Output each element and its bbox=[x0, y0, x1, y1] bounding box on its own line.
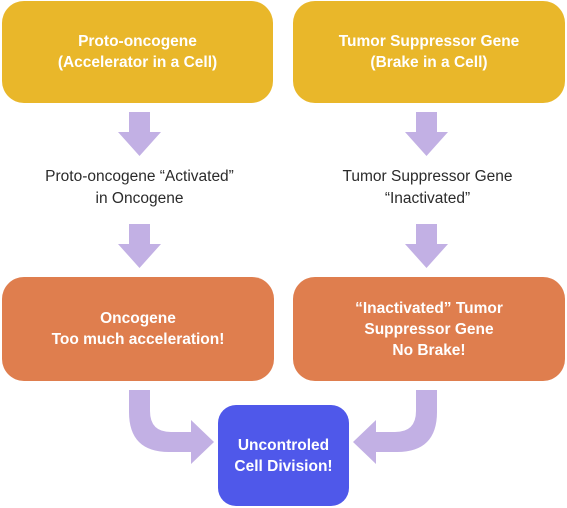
left-middle-line2: in Oncogene bbox=[95, 190, 184, 207]
tumor-suppressor-title: Tumor Suppressor Gene bbox=[338, 33, 520, 50]
left-middle-text: Proto-oncogene “Activated” in Oncogene bbox=[2, 166, 277, 210]
left-middle-line1: Proto-oncogene “Activated” bbox=[45, 168, 234, 185]
right-curved-arrow bbox=[353, 390, 437, 464]
proto-oncogene-subtitle: (Accelerator in a Cell) bbox=[57, 54, 218, 71]
inactivated-suppressor-line3: No Brake! bbox=[392, 341, 466, 359]
left-down-arrow-2 bbox=[118, 224, 161, 268]
oncogene-box: Oncogene Too much acceleration! bbox=[2, 277, 274, 381]
inactivated-suppressor-box: “Inactivated” Tumor Suppressor Gene No B… bbox=[293, 277, 565, 381]
right-middle-line1: Tumor Suppressor Gene bbox=[342, 168, 513, 185]
left-curved-arrow bbox=[129, 390, 214, 464]
right-middle-line2: “Inactivated” bbox=[384, 190, 471, 207]
tumor-suppressor-box: Tumor Suppressor Gene (Brake in a Cell) bbox=[293, 1, 565, 103]
left-down-arrow-1 bbox=[118, 112, 161, 156]
result-line2: Cell Division! bbox=[234, 457, 333, 475]
oncogene-title: Oncogene bbox=[100, 310, 176, 327]
tumor-suppressor-subtitle: (Brake in a Cell) bbox=[370, 54, 488, 71]
uncontrolled-division-box: Uncontroled Cell Division! bbox=[218, 405, 349, 506]
inactivated-suppressor-line2: Suppressor Gene bbox=[364, 320, 494, 338]
proto-oncogene-title: Proto-oncogene bbox=[78, 33, 197, 50]
oncogene-subtitle: Too much acceleration! bbox=[51, 331, 225, 348]
proto-oncogene-box: Proto-oncogene (Accelerator in a Cell) bbox=[2, 1, 273, 103]
right-down-arrow-2 bbox=[405, 224, 448, 268]
right-down-arrow-1 bbox=[405, 112, 448, 156]
inactivated-suppressor-line1: “Inactivated” Tumor bbox=[355, 299, 503, 317]
result-line1: Uncontroled bbox=[237, 436, 330, 454]
right-middle-text: Tumor Suppressor Gene “Inactivated” bbox=[290, 166, 565, 210]
